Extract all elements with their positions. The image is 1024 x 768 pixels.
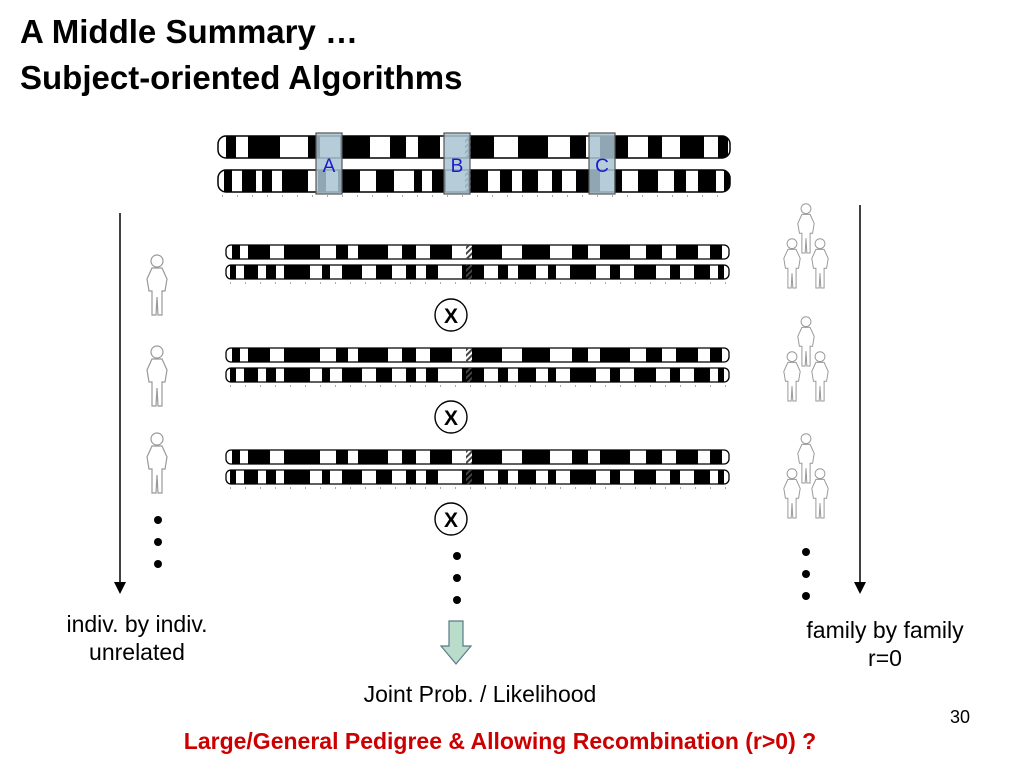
marker-box-b: [443, 132, 471, 195]
multiply-symbol-1: X: [434, 298, 468, 332]
right-label: family by family r=0: [770, 616, 1000, 672]
person-icon-2: [146, 345, 168, 407]
left-vertical-arrow: [114, 213, 126, 594]
marker-box-a: [315, 132, 343, 195]
family-icon-1: [784, 204, 828, 288]
person-icon-3: [146, 432, 168, 494]
left-label: indiv. by indiv. unrelated: [32, 610, 242, 666]
right-vertical-arrow: [854, 205, 866, 594]
person-icon-1: [146, 254, 168, 316]
marker-label-b: B: [451, 156, 464, 177]
title-line-2: Subject-oriented Algorithms: [20, 59, 463, 96]
multiply-label-1: X: [444, 305, 458, 328]
marker-label-c: C: [595, 156, 609, 177]
subject-chromosome-pair-3: [225, 449, 730, 489]
family-icon-2: [784, 317, 828, 401]
multiply-symbol-3: X: [434, 502, 468, 536]
multiply-label-2: X: [444, 407, 458, 430]
multiply-symbol-2: X: [434, 400, 468, 434]
left-label-line-2: unrelated: [89, 639, 185, 665]
right-ellipsis-dots: [802, 548, 810, 600]
down-arrow: [439, 620, 473, 665]
center-ellipsis-dots: [453, 552, 461, 604]
marker-label-a: A: [323, 156, 336, 177]
right-label-line-1: family by family: [806, 617, 964, 643]
marker-box-c: [588, 132, 616, 195]
joint-likelihood-label: Joint Prob. / Likelihood: [363, 681, 597, 707]
reference-chromosome-pair: [217, 135, 731, 197]
subject-chromosome-pair-2: [225, 347, 730, 387]
title-line-1: A Middle Summary …: [20, 13, 359, 50]
subject-chromosome-pair-1: [225, 244, 730, 284]
family-icon-3: [784, 434, 828, 518]
left-ellipsis-dots: [154, 516, 162, 568]
slide-number: 30: [949, 707, 970, 727]
multiply-label-3: X: [444, 509, 458, 532]
right-label-line-2: r=0: [868, 645, 902, 671]
question-text: Large/General Pedigree & Allowing Recomb…: [183, 728, 817, 754]
left-label-line-1: indiv. by indiv.: [66, 611, 208, 637]
